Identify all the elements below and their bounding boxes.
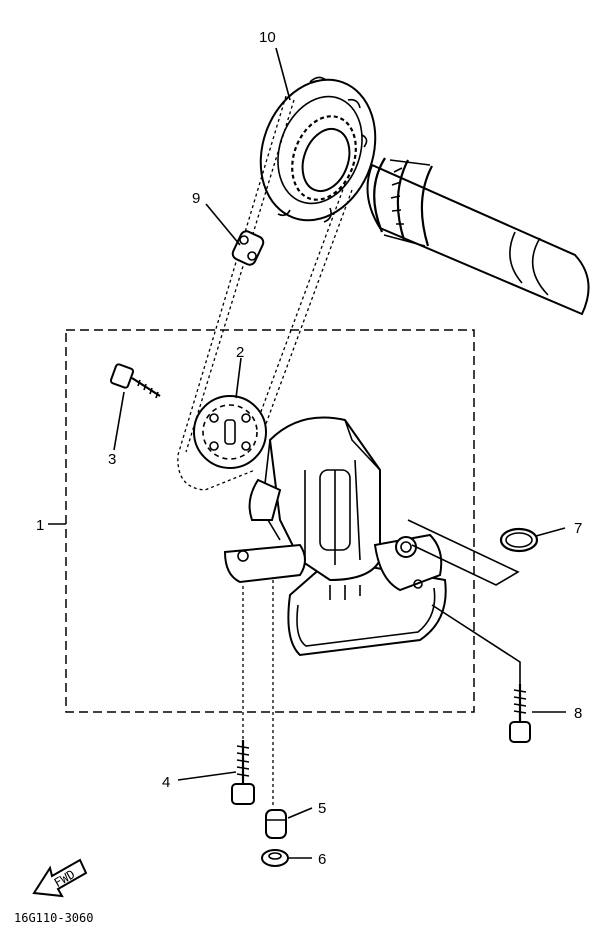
callout-2: 2 bbox=[236, 344, 244, 361]
assembly-boundary bbox=[65, 329, 475, 713]
drive-chain bbox=[177, 95, 353, 491]
washer bbox=[261, 849, 289, 867]
dowel-pin bbox=[265, 809, 287, 839]
alignment-lines bbox=[242, 519, 521, 808]
callout-4: 4 bbox=[162, 774, 170, 791]
callout-9: 9 bbox=[192, 190, 200, 207]
chain-joint-link bbox=[231, 230, 265, 266]
sprocket-bolt bbox=[109, 363, 161, 399]
pump-mount-bolt bbox=[231, 740, 255, 805]
forward-direction-arrow: FWD bbox=[32, 858, 88, 898]
oil-pump-assembly bbox=[223, 416, 447, 657]
callout-5: 5 bbox=[318, 800, 326, 817]
callout-3: 3 bbox=[108, 451, 116, 468]
diagram-code: 16G110-3060 bbox=[14, 911, 93, 925]
leader-lines bbox=[48, 47, 566, 859]
callout-7: 7 bbox=[574, 520, 582, 537]
drive-shaft bbox=[366, 157, 590, 316]
primary-sprocket bbox=[259, 76, 377, 223]
callout-10: 10 bbox=[259, 29, 276, 46]
callout-8: 8 bbox=[574, 705, 582, 722]
o-ring bbox=[499, 527, 539, 553]
pump-cover-bolt bbox=[509, 684, 531, 743]
callout-1: 1 bbox=[36, 517, 44, 534]
pump-sprocket bbox=[193, 395, 267, 469]
callout-6: 6 bbox=[318, 851, 326, 868]
